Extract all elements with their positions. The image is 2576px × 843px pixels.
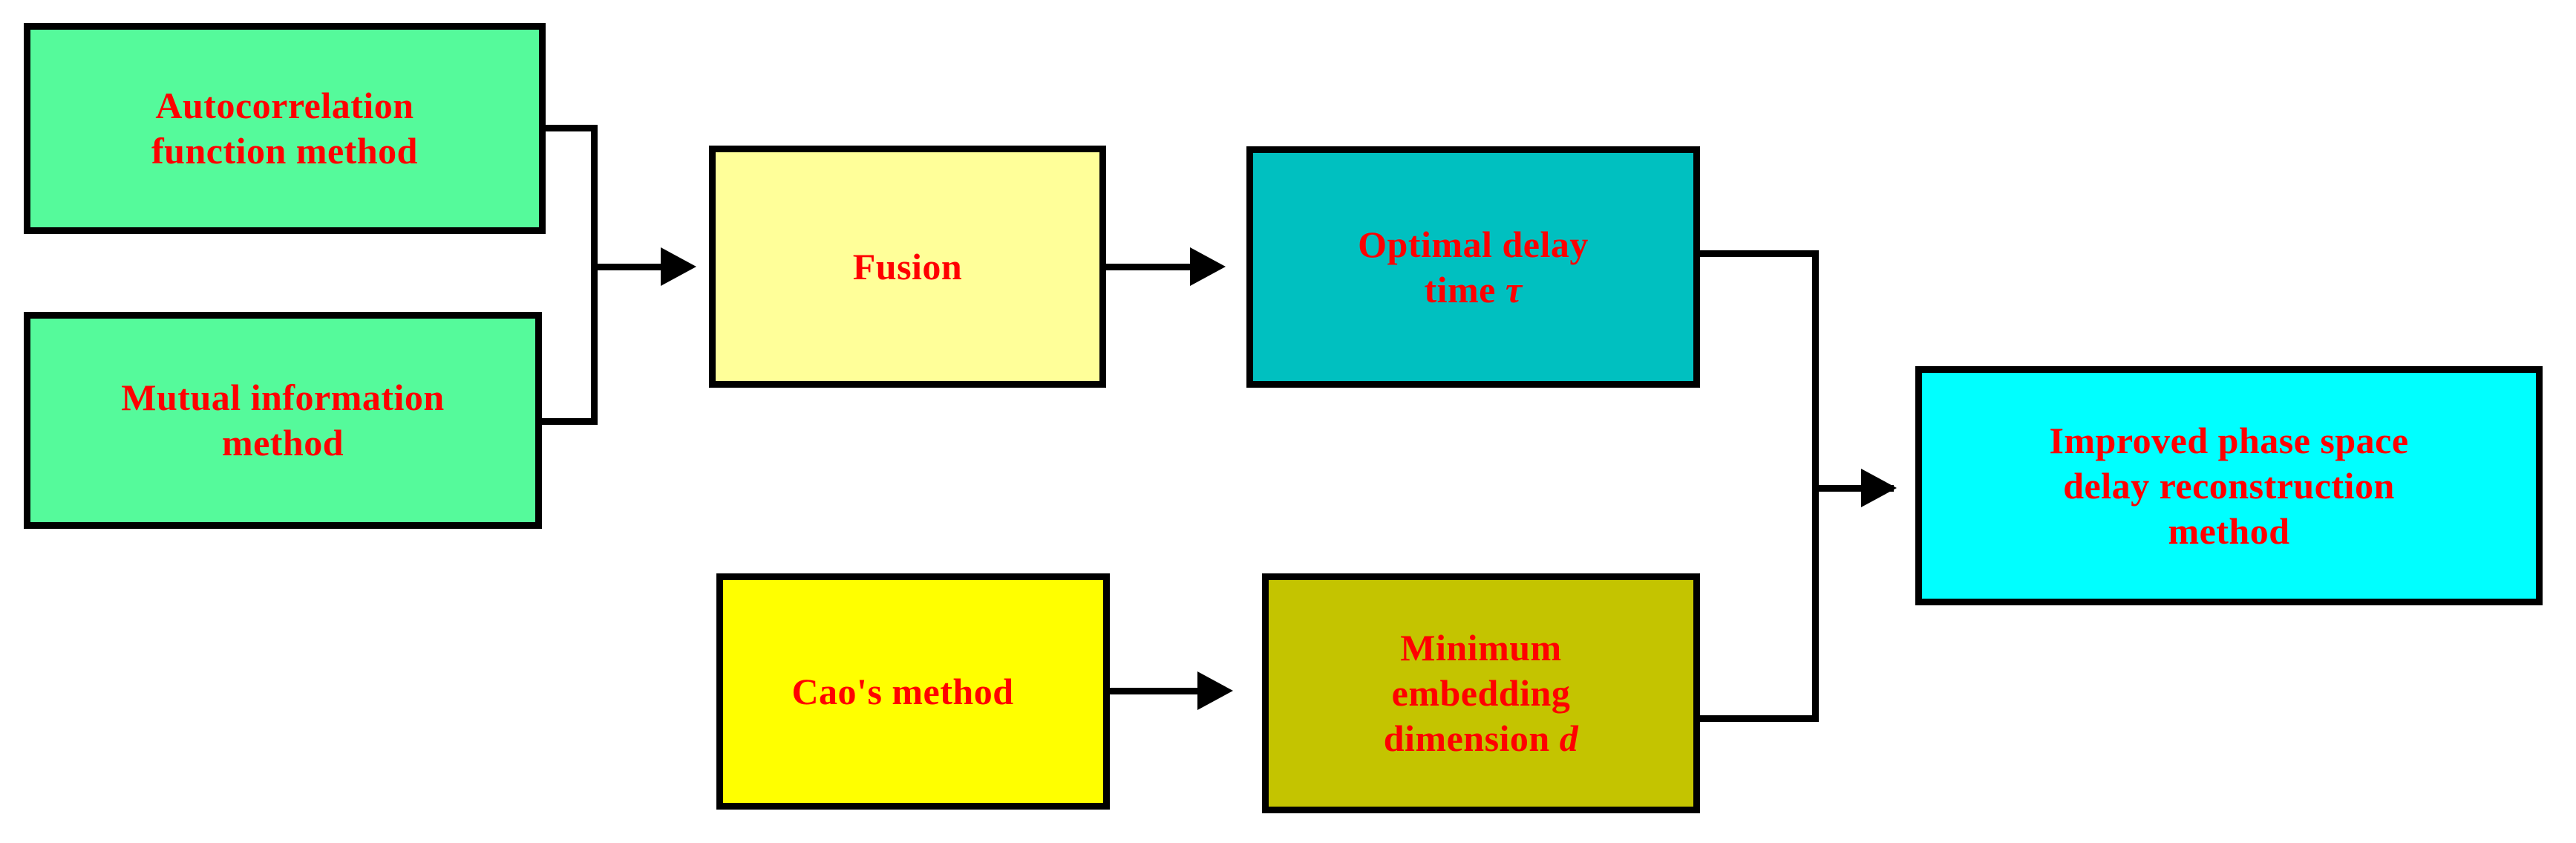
connector-min-embedding-stub [1700, 715, 1819, 722]
tau-symbol: τ [1505, 268, 1523, 310]
node-optimal-delay-label: Optimal delay time τ [1350, 222, 1596, 313]
connector-left-merge-bus [591, 125, 598, 425]
node-improved-psr-label: Improved phase space delay reconstructio… [2049, 419, 2409, 552]
node-min-embedding-text: Minimum embedding dimension [1383, 627, 1571, 759]
connector-fusion-to-optimal-delay [1106, 264, 1195, 270]
connector-optimal-delay-stub [1700, 250, 1819, 257]
node-fusion-label: Fusion [852, 245, 963, 287]
node-minimum-embedding-dimension[interactable]: Minimum embedding dimension d [1262, 573, 1700, 813]
node-fusion[interactable]: Fusion [709, 146, 1106, 388]
arrowhead-to-improved-psr-icon [1861, 469, 1897, 507]
node-caos-method[interactable]: Cao's method [716, 573, 1110, 810]
arrowhead-to-fusion-icon [661, 247, 696, 286]
node-improved-phase-space-delay-reconstruction-method[interactable]: Improved phase space delay reconstructio… [1915, 366, 2543, 605]
node-mutual-information-label: Mutual information method [121, 377, 445, 463]
connector-left-merge-stem [591, 264, 673, 270]
connector-mutual-information-stub [542, 418, 598, 425]
node-optimal-delay-time[interactable]: Optimal delay time τ [1246, 146, 1700, 388]
node-optimal-delay-text: Optimal delay time [1358, 223, 1589, 310]
connector-right-merge-stem [1812, 485, 1894, 492]
d-symbol: d [1559, 717, 1579, 759]
node-min-embedding-label: Minimum embedding dimension d [1376, 625, 1586, 761]
arrowhead-to-min-embedding-icon [1197, 671, 1233, 710]
connector-caos-method-to-min-embedding [1110, 688, 1199, 694]
connector-autocorrelation-stub [546, 125, 598, 131]
node-autocorrelation-function-method[interactable]: Autocorrelation function method [24, 23, 546, 234]
node-mutual-information-method[interactable]: Mutual information method [24, 312, 542, 529]
node-autocorrelation-label: Autocorrelation function method [151, 85, 418, 172]
node-caos-method-label: Cao's method [791, 670, 1014, 712]
arrowhead-to-optimal-delay-icon [1190, 247, 1226, 286]
